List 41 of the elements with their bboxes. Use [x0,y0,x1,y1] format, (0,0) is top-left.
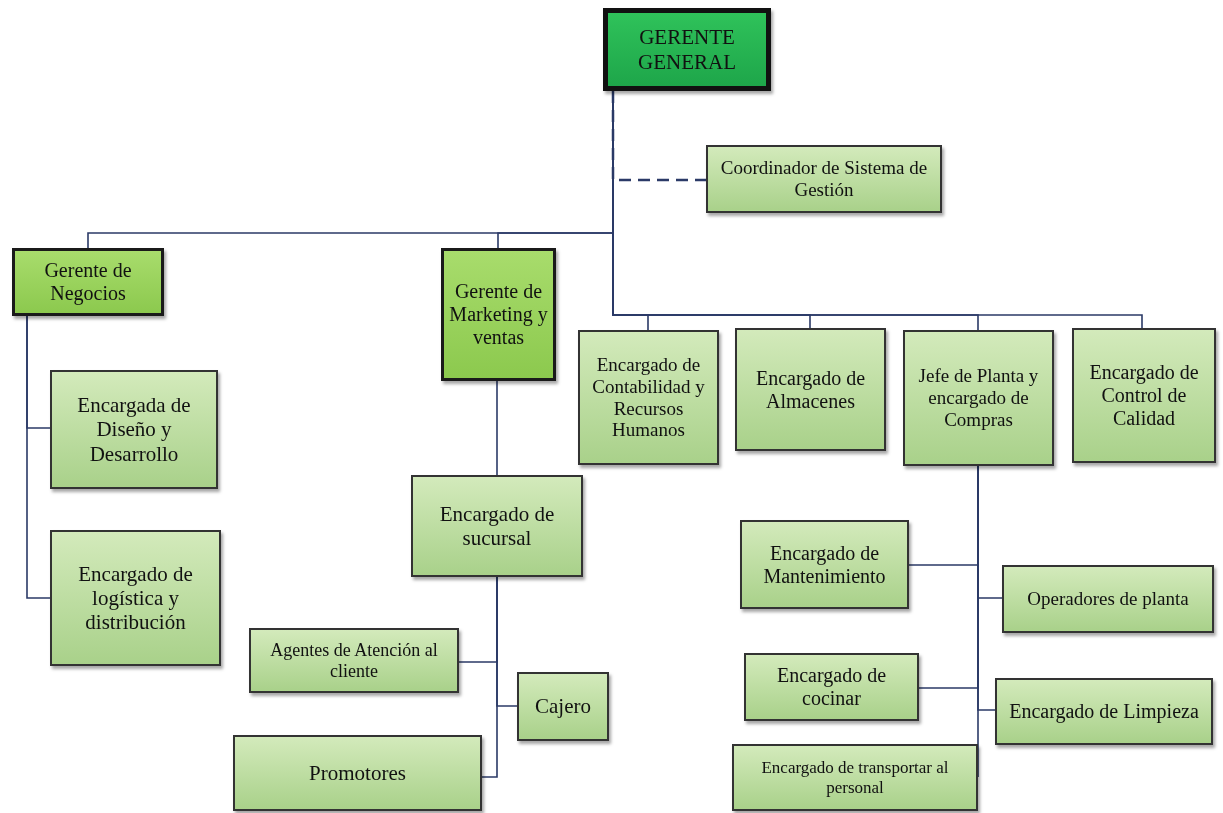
position-title: Coordinador de Sistema de Gestión [719,157,929,201]
position-box [744,653,919,721]
position-box [517,672,609,741]
position-title: Gerente de Negocios [43,259,133,305]
connector-line [481,576,498,778]
position-title: GERENTE GENERAL [637,25,737,74]
position-title: Encargado de cocinar [776,664,887,710]
position-box [12,248,164,316]
position-box [903,330,1054,466]
position-title: Encargado de Mantenimiento [762,541,887,588]
position-title: Encargada de Diseño y Desarrollo [76,393,192,466]
position-box [411,475,583,577]
position-box [578,330,719,465]
position-title: Encargado de Control de Calidad [1088,361,1200,430]
position-title: Encargado de Almacenes [755,366,866,413]
position-title: Cajero [535,694,591,719]
position-title: Encargado de Limpieza [1009,700,1199,723]
position-title: Encargado de transportar al personal [760,757,950,798]
connector-line [26,315,51,599]
position-title: Encargado de Contabilidad y Recursos Humanos [591,353,706,442]
position-box [706,145,942,213]
position-box [249,628,459,693]
connector-line [496,380,498,476]
position-title: Promotores [309,760,406,786]
position-title: Jefe de Planta y encargado de Compras [917,365,1040,431]
position-box [1002,565,1214,633]
position-title: Operadores de planta [1027,588,1189,610]
position-title: Encargado de logística y distribución [77,561,194,635]
position-box [441,248,556,381]
position-box [732,744,978,811]
position-box [995,678,1213,745]
position-box [740,520,909,609]
position-box [50,530,221,666]
position-box [603,8,771,91]
position-title: Encargado de sucursal [438,501,556,551]
position-box [233,735,482,811]
position-box [50,370,218,489]
position-title: Agentes de Atención al cliente [269,639,439,682]
position-box [1072,328,1216,463]
position-box [735,328,886,451]
position-title: Gerente de Marketing y ventas [448,280,549,349]
